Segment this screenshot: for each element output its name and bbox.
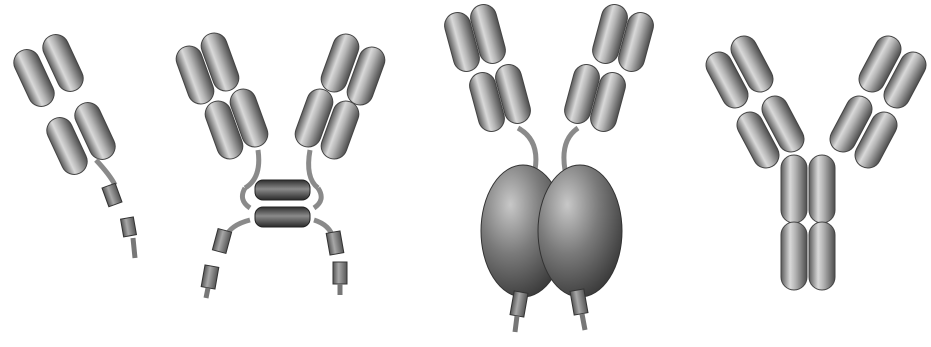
- coiled-coil-helix: [255, 207, 310, 227]
- linker: [96, 160, 115, 185]
- panel-igg: [701, 31, 930, 290]
- fab-right: [292, 30, 389, 162]
- tag-stem: [515, 316, 517, 332]
- tag-stem: [133, 238, 135, 258]
- fab-left: [701, 31, 808, 172]
- panel-coiled-coil-dimer: [173, 29, 389, 298]
- linker: [518, 128, 536, 170]
- panel-globular-fusion: [442, 2, 657, 332]
- linker: [564, 128, 578, 170]
- tag-block: [201, 265, 219, 289]
- tag-block: [333, 262, 347, 284]
- tag-stem: [582, 314, 585, 330]
- panel-fab-fragment: [10, 30, 137, 258]
- fab-left: [173, 29, 272, 162]
- globular-domain: [538, 165, 622, 297]
- linker: [309, 150, 318, 188]
- fab-left: [442, 2, 534, 135]
- tag-block: [121, 217, 137, 237]
- tag-block: [326, 231, 344, 255]
- fab-domain: [10, 30, 120, 178]
- fc-region: [781, 155, 835, 290]
- fab-right: [825, 31, 930, 172]
- tag-block: [212, 229, 231, 254]
- tag-block: [102, 183, 122, 207]
- coiled-coil-helix: [255, 180, 310, 200]
- fab-right: [562, 2, 657, 135]
- tag-stem: [206, 288, 208, 298]
